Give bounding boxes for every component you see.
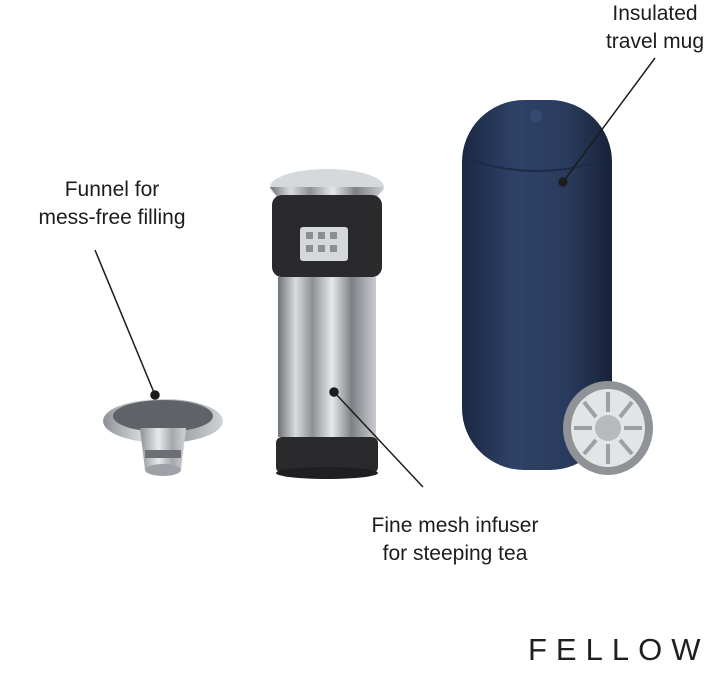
infuser-label-line1: Fine mesh infuser (371, 514, 539, 537)
mug-label-line2: travel mug (605, 30, 705, 53)
funnel-label-line2: mess-free filling (38, 206, 186, 229)
mug-label-line1: Insulated (612, 2, 698, 25)
infuser-label: Fine mesh infuser for steeping tea (335, 512, 575, 568)
infuser-callout-line (333, 391, 424, 488)
funnel-callout-dot (150, 390, 160, 400)
mug-callout-line (562, 57, 656, 183)
funnel-callout-line (94, 249, 156, 396)
funnel-label-line1: Funnel for (64, 178, 160, 201)
travel-mug-image (462, 100, 612, 470)
brand-logo: FELLOW (528, 632, 710, 667)
infuser-callout-dot (329, 387, 339, 397)
mug-label: Insulated travel mug (575, 0, 720, 56)
infuser-label-line2: for steeping tea (382, 542, 528, 565)
mug-callout-dot (558, 177, 568, 187)
funnel-image (103, 399, 223, 476)
funnel-label: Funnel for mess-free filling (12, 176, 212, 232)
callout-lines (94, 57, 656, 488)
strainer-lid-image (563, 381, 653, 475)
infuser-image (270, 169, 384, 479)
